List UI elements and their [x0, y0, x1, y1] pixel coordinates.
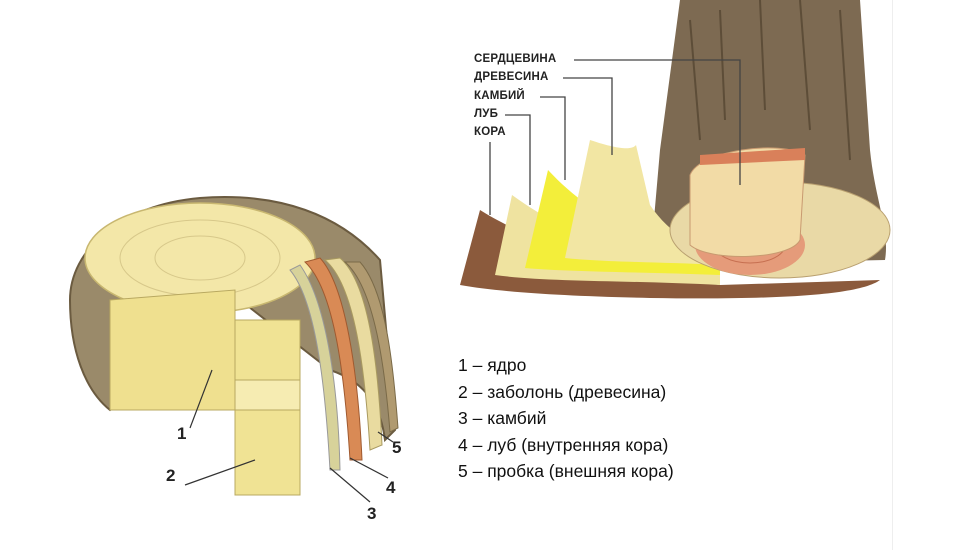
slide-edge-line [892, 0, 893, 550]
left-label-4: 4 [386, 478, 396, 497]
left-label-5: 5 [392, 438, 402, 457]
legend-item: 1 – ядро [458, 355, 527, 375]
label-pith: СЕРДЦЕВИНА [474, 53, 557, 65]
left-label-3: 3 [367, 504, 377, 523]
legend-item: 2 – заболонь (древесина) [458, 381, 667, 402]
legend-item: 3 – камбий [458, 408, 547, 428]
left-label-2: 2 [166, 466, 176, 485]
label-phloem: ЛУБ [474, 108, 499, 120]
legend-item: 4 – луб (внутренняя кора) [458, 434, 669, 455]
left-label-1: 1 [177, 424, 187, 443]
label-bark: КОРА [474, 126, 506, 138]
legend-list: 1 – ядро 2 – заболонь (древесина) 3 – ка… [458, 352, 674, 485]
label-cambium: КАМБИЙ [474, 90, 525, 102]
label-wood: ДРЕВЕСИНА [474, 71, 549, 83]
legend-item: 5 – пробка (внешняя кора) [458, 461, 674, 481]
